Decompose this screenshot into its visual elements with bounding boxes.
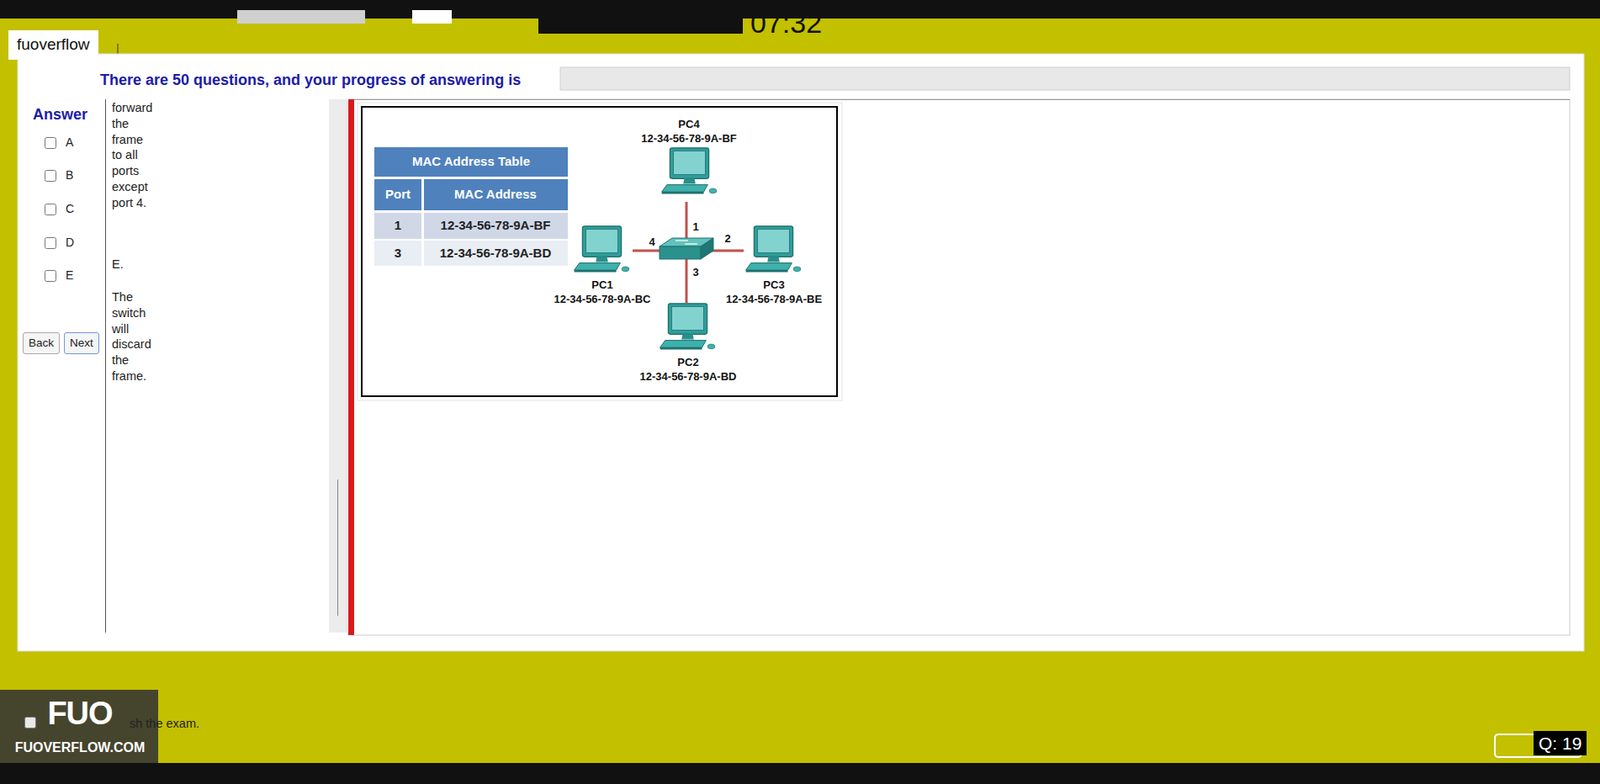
port-number: 1 (692, 220, 699, 234)
scrollbar-track (328, 99, 348, 633)
table-cell: 1 (394, 217, 402, 234)
switch-arrows (675, 240, 698, 244)
option-letter: E (65, 268, 74, 283)
answer-column-border (105, 99, 106, 633)
finish-text: sh the exam. (129, 716, 200, 732)
mac-address: 12-34-56-78-9A-BD (640, 369, 737, 384)
pc-icon (571, 223, 633, 278)
pc-name: PC2 (677, 354, 699, 370)
option-letter: B (65, 168, 74, 183)
table-cell: 3 (394, 245, 402, 261)
option-letter: D (65, 235, 75, 250)
checkbox (45, 137, 57, 149)
option-checkboxes (45, 137, 57, 282)
splitter-bar (348, 99, 355, 636)
diagram-border (361, 106, 838, 397)
question-number: Q: 19 (1533, 731, 1587, 756)
pc-name: PC1 (591, 277, 613, 292)
table-header: MAC Address (454, 186, 537, 202)
mac-address: 12-34-56-78-9A-BE (725, 291, 822, 307)
pc-node: PC112-34-56-78-9A-BC (554, 223, 652, 307)
port-number: 2 (724, 232, 731, 246)
pc-icon (656, 301, 719, 355)
pc-node: PC212-34-56-78-9A-BD (640, 301, 737, 384)
checkbox (45, 238, 57, 250)
pc-icon (742, 223, 805, 278)
network-cables (632, 201, 744, 303)
pc-name: PC4 (678, 116, 700, 132)
checkbox (45, 170, 57, 182)
content-box (351, 99, 1570, 636)
exam-panel (17, 53, 1585, 652)
bottom-bar (0, 762, 1600, 784)
switch-arrow (675, 239, 689, 241)
checkbox (45, 270, 57, 282)
pc-node: PC312-34-56-78-9A-BE (725, 223, 822, 307)
mac-address: 12-34-56-78-9A-BF (641, 131, 737, 146)
image-frame (357, 102, 843, 401)
table-cell (423, 212, 568, 239)
logo-mark: FUO (47, 694, 112, 734)
table-cell: 12-34-56-78-9A-BF (440, 217, 551, 234)
option-text: The switch will discard the frame. (111, 289, 152, 385)
table-cell (374, 212, 422, 239)
site-tag: fuoverflow (8, 30, 99, 60)
content-rule (351, 99, 1570, 101)
mac-address: 12-34-56-78-9A-BC (554, 291, 652, 307)
option-letter: C (65, 201, 75, 217)
back-button: Back (22, 332, 60, 355)
option-letter: A (65, 135, 74, 150)
top-field (237, 10, 366, 24)
mac-table (374, 147, 568, 266)
scrollbar-thumb (337, 479, 339, 616)
timer: 07:32 (750, 8, 822, 38)
answer-heading: Answer (32, 105, 88, 125)
pc-name: PC3 (762, 277, 785, 292)
switch-arrow (684, 243, 698, 244)
finish-checkbox (25, 717, 37, 729)
checkbox (45, 204, 57, 216)
port-number: 4 (648, 235, 655, 250)
table-cell (374, 240, 422, 266)
switch-front (659, 246, 701, 260)
port-number: 3 (692, 265, 699, 280)
table-header-cell (374, 179, 422, 211)
progress-bar (560, 67, 1570, 91)
table-cell: 12-34-56-78-9A-BD (439, 245, 552, 261)
option-text: forward the frame to all ports except po… (111, 100, 153, 212)
table-cell (423, 240, 568, 266)
switch-side (700, 238, 714, 260)
timer-box (538, 10, 743, 34)
option-text: E. (111, 256, 124, 273)
pc-node: PC412-34-56-78-9A-BF (641, 116, 737, 200)
table-header-cell (423, 179, 568, 211)
logo-text: FUOVERFLOW.COM (15, 739, 146, 756)
progress-text: There are 50 questions, and your progres… (100, 71, 521, 91)
table-header (374, 147, 568, 177)
next-button: Next (63, 332, 100, 355)
top-field (412, 10, 452, 24)
table-title: MAC Address Table (412, 153, 530, 170)
switch-symbol (659, 238, 714, 260)
table-header: Port (385, 186, 411, 202)
pc-icon (658, 145, 721, 200)
